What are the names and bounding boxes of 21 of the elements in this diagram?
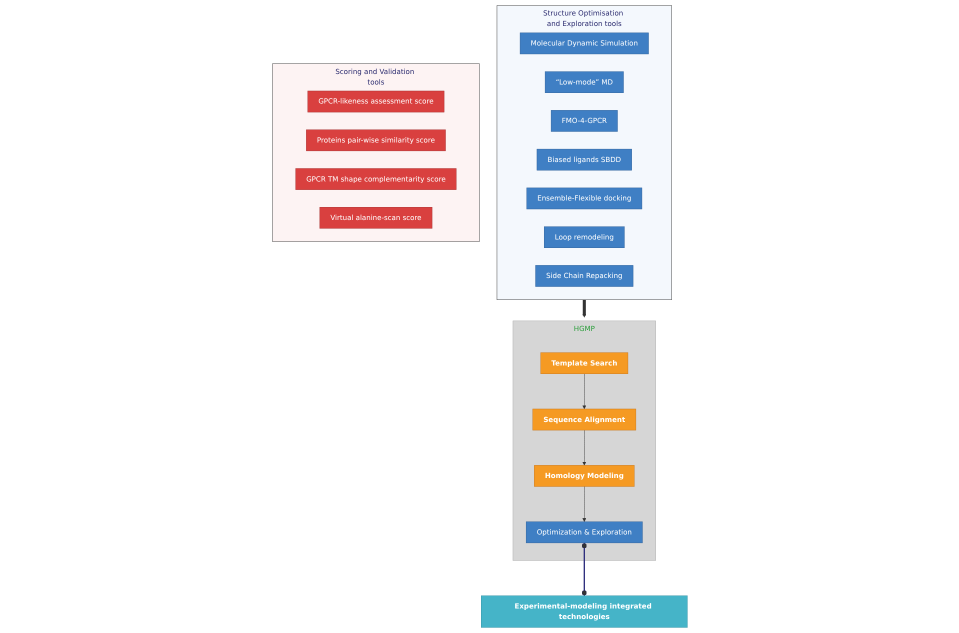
node-box xyxy=(534,465,634,487)
connector xyxy=(581,542,587,596)
node-box xyxy=(544,71,624,93)
node-box xyxy=(550,110,618,132)
node-box xyxy=(319,207,432,229)
cluster xyxy=(496,5,672,300)
cluster xyxy=(272,63,480,242)
node-box xyxy=(532,408,636,430)
arrow xyxy=(582,300,586,318)
node-box xyxy=(536,148,632,170)
node-box xyxy=(307,90,444,112)
node-box xyxy=(540,352,628,374)
cluster xyxy=(512,320,656,561)
node-box xyxy=(519,32,648,54)
node-box xyxy=(526,522,642,544)
node-box xyxy=(294,168,456,190)
node-box xyxy=(526,188,642,210)
node-box xyxy=(534,265,633,287)
node-box xyxy=(306,130,446,152)
node-box xyxy=(480,596,688,628)
node-box xyxy=(544,226,624,248)
